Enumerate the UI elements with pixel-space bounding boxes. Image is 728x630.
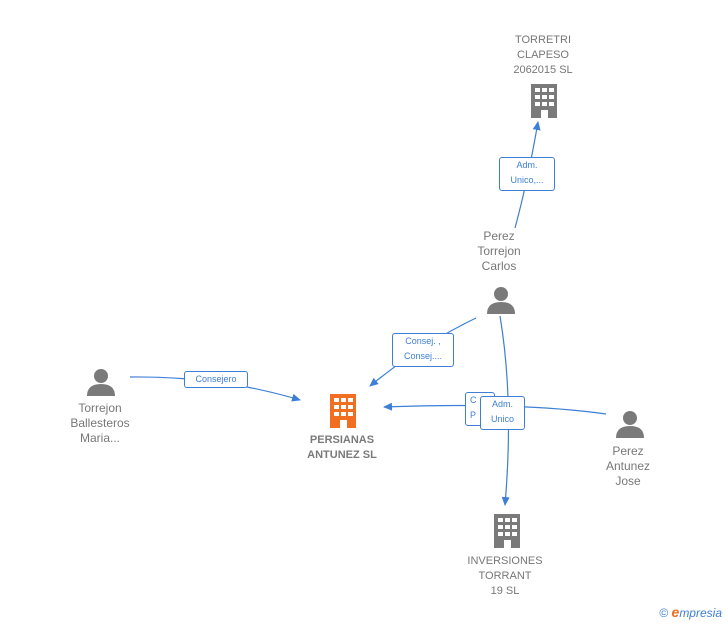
edge-label-adm-unico-torretri[interactable]: Adm. Unico,... xyxy=(499,157,555,191)
node-label-inversiones-torrant[interactable]: INVERSIONES TORRANT 19 SL xyxy=(467,555,543,597)
node-label-torretri[interactable]: TORRETRI CLAPESO 2062015 SL xyxy=(513,34,573,76)
brand-name: mpresia xyxy=(679,606,722,620)
copyright-icon: © xyxy=(659,606,669,620)
brand-logo-e: e xyxy=(671,604,680,620)
brand-footer: © empresia xyxy=(659,604,722,620)
building-icon xyxy=(494,514,520,548)
node-label-perez-torrejon-carlos[interactable]: Perez Torrejon Carlos xyxy=(477,229,521,273)
person-icon xyxy=(487,287,515,314)
node-label-torrejon-ballesteros-maria[interactable]: Torrejon Ballesteros Maria... xyxy=(70,401,130,445)
node-label-perez-antunez-jose[interactable]: Perez Antunez Jose xyxy=(605,444,651,488)
building-icon xyxy=(531,84,557,118)
node-label-persianas-antunez[interactable]: PERSIANAS ANTUNEZ SL xyxy=(307,434,377,461)
person-icon xyxy=(87,369,115,396)
edge-label-adm-unico-inversiones[interactable]: Adm. Unico xyxy=(480,396,525,430)
building-icon-main xyxy=(330,394,356,428)
edge-label-consejero[interactable]: Consejero xyxy=(184,371,248,388)
person-icon xyxy=(616,411,644,438)
edge-label-consej[interactable]: Consej. , Consej.... xyxy=(392,333,454,367)
